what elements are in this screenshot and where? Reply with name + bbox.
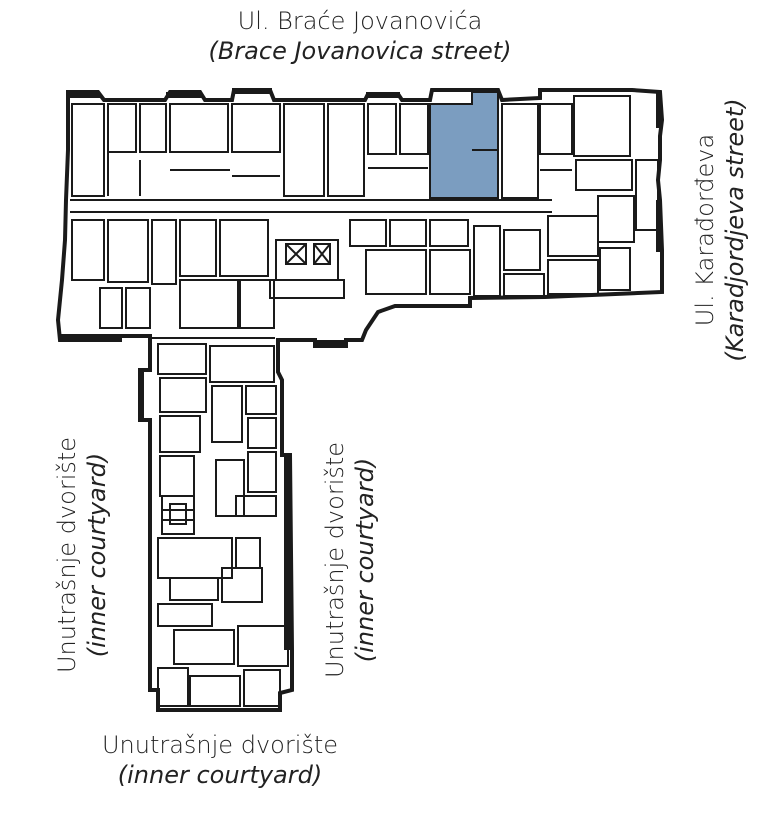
right-street-label: Ul. Karađorđeva (Karadjordjeva street) — [690, 60, 754, 400]
middle-courtyard-name-english: (inner courtyard) — [351, 457, 379, 663]
left-courtyard-name-english: (inner courtyard) — [83, 452, 111, 658]
bottom-courtyard-label: Unutrašnje dvorište (inner courtyard) — [40, 730, 400, 790]
top-street-label: Ul. Braće Jovanovića (Brace Jovanovica s… — [150, 6, 570, 66]
top-street-name-english: (Brace Jovanovica street) — [208, 37, 512, 65]
bottom-courtyard-name: Unutrašnje dvorište — [101, 731, 339, 759]
right-street-name: Ul. Karađorđeva — [691, 133, 719, 327]
left-courtyard-label: Unutrašnje dvorište (inner courtyard) — [52, 385, 116, 725]
bottom-courtyard-name-english: (inner courtyard) — [117, 761, 323, 789]
facade-details — [60, 88, 662, 650]
middle-courtyard-name: Unutrašnje dvorište — [321, 441, 349, 679]
highlighted-apartment[interactable] — [429, 91, 499, 199]
right-street-name-english: (Karadjordjeva street) — [721, 98, 749, 362]
corridor — [70, 199, 552, 339]
top-street-name: Ul. Braće Jovanovića — [237, 7, 483, 35]
interior-walls — [71, 95, 659, 707]
left-courtyard-name: Unutrašnje dvorište — [53, 436, 81, 674]
middle-courtyard-label: Unutrašnje dvorište (inner courtyard) — [320, 390, 384, 730]
